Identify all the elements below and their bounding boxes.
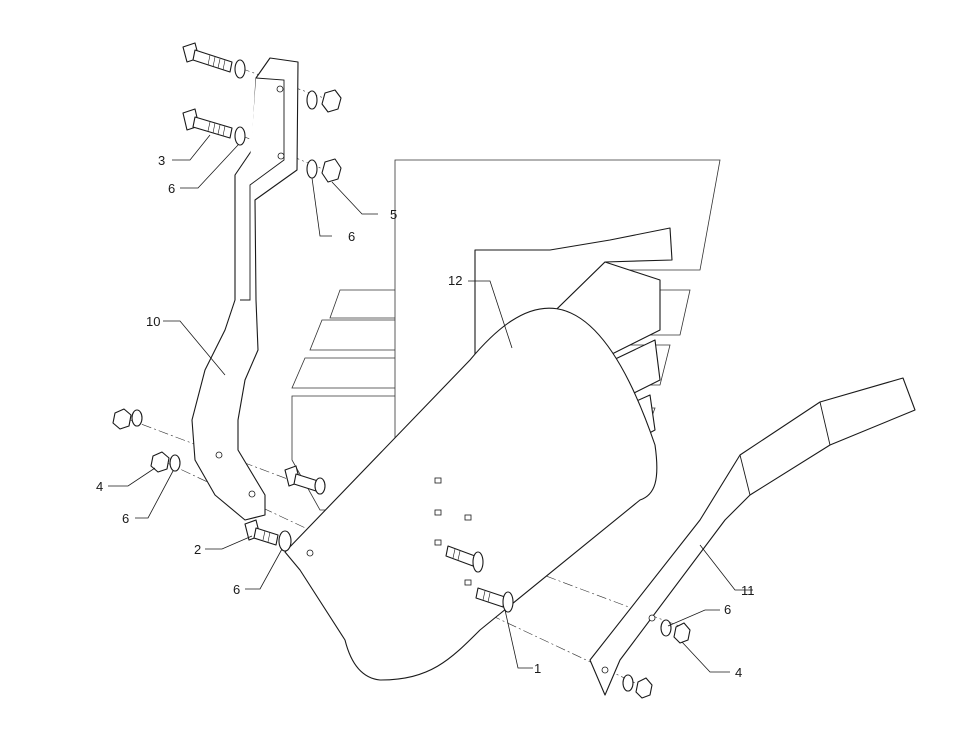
callout-6-upper-right: 6 [348, 229, 355, 244]
nut-part-5-lower [321, 158, 342, 183]
callouts: 1 2 3 4 4 5 6 6 6 6 6 10 11 12 [96, 153, 755, 680]
callout-4-right: 4 [735, 665, 742, 680]
nut-part-5-upper [321, 89, 342, 113]
callout-1: 1 [534, 661, 541, 676]
bolt-middle [284, 465, 326, 495]
nut-part-4-right-upper [673, 622, 691, 644]
callout-2: 2 [194, 542, 201, 557]
leader-lines [108, 134, 753, 673]
callout-5: 5 [390, 207, 397, 222]
bolt-part-3-upper [182, 42, 233, 73]
callout-11: 11 [741, 583, 755, 598]
callout-4-left: 4 [96, 479, 103, 494]
washer-part-6-b [234, 126, 246, 146]
callout-6-lower-left: 6 [233, 582, 240, 597]
bolt-part-2 [244, 519, 292, 552]
callout-6-right: 6 [724, 602, 731, 617]
washer-part-6-h [622, 674, 634, 692]
nut-part-4-right-lower [635, 677, 653, 699]
washer-part-6-e [131, 409, 143, 427]
callout-6-left: 6 [122, 511, 129, 526]
bolt-part-3-lower [182, 108, 233, 139]
carriage-bolt-upper [445, 545, 484, 573]
washer-part-6-c [306, 90, 318, 110]
nut-part-4-left-lower [150, 451, 170, 473]
washer-part-6-d [306, 159, 318, 179]
callout-3: 3 [158, 153, 165, 168]
bracket-part-10 [191, 57, 299, 521]
washer-part-6-a [234, 59, 246, 79]
callout-10: 10 [146, 314, 160, 329]
shield-plate [284, 307, 658, 681]
washer-part-6-g [660, 619, 672, 637]
callout-6-upper-left: 6 [168, 181, 175, 196]
carriage-bolt-part-1 [475, 587, 514, 613]
bracket-part-11 [589, 377, 916, 696]
callout-12: 12 [448, 273, 462, 288]
washer-part-6-f [169, 454, 181, 472]
nut-part-4-left-upper [112, 408, 132, 430]
